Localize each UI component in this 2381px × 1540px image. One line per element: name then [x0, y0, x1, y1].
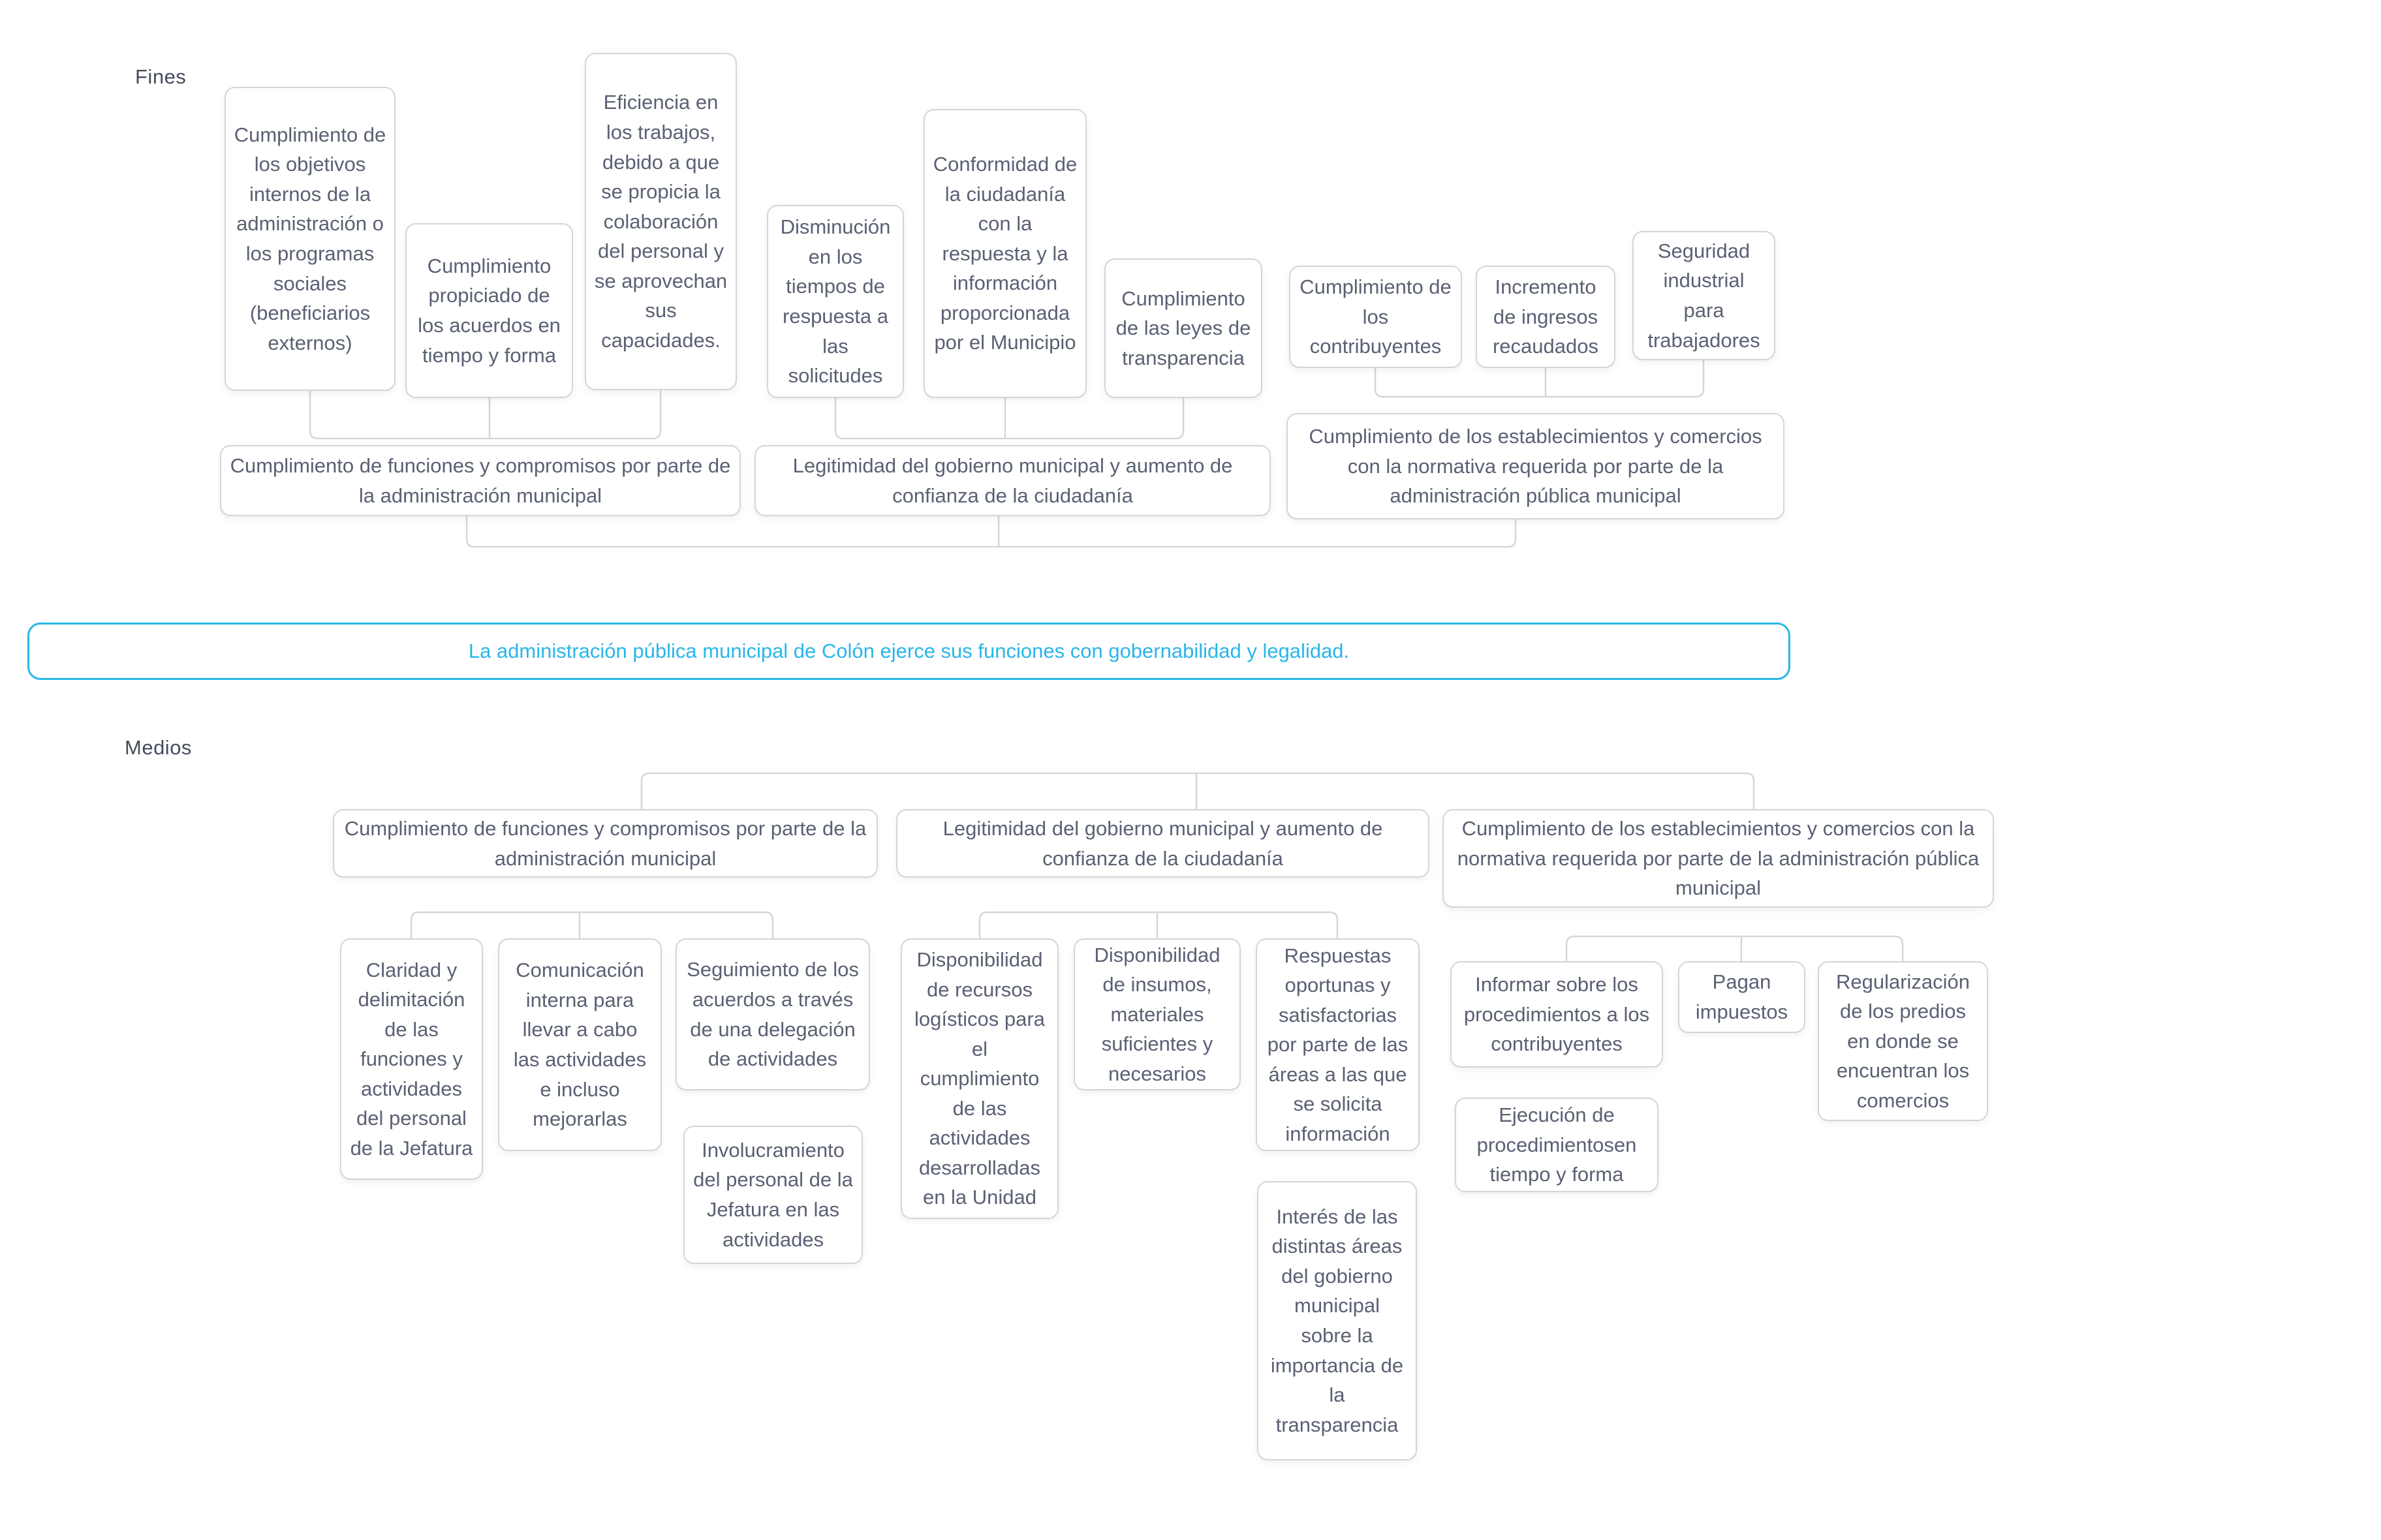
medios-subchild-ejecucion-procedimientos[interactable]: Ejecución de procedimientosen tiempo y f…	[1455, 1098, 1658, 1192]
central-goal-node[interactable]: La administración pública municipal de C…	[27, 623, 1790, 680]
medios-child-recursos-logisticos[interactable]: Disponibilidad de recursos logísticos pa…	[901, 938, 1059, 1219]
medios-child-seguimiento-acuerdos[interactable]: Seguimiento de los acuerdos a través de …	[676, 938, 870, 1090]
fines-leaf-objetivos-internos[interactable]: Cumplimiento de los objetivos internos d…	[225, 87, 396, 391]
fines-leaf-cumplimiento-acuerdos[interactable]: Cumplimiento propiciado de los acuerdos …	[405, 223, 573, 398]
medios-subchild-involucramiento-personal[interactable]: Involucramiento del personal de la Jefat…	[683, 1126, 863, 1264]
medios-comb-group2	[978, 911, 1339, 938]
medios-child-pagan-impuestos[interactable]: Pagan impuestos	[1678, 961, 1805, 1033]
fines-parent-legitimidad-gobierno[interactable]: Legitimidad del gobierno municipal y aum…	[755, 445, 1271, 516]
fines-leaf-disminucion-tiempos[interactable]: Disminución en los tiempos de respuesta …	[767, 205, 904, 398]
medios-child-comunicacion-interna[interactable]: Comunicación interna para llevar a cabo …	[498, 938, 662, 1151]
medios-child-claridad-delimitacion[interactable]: Claridad y delimitación de las funciones…	[340, 938, 483, 1180]
fines-parent-funciones-compromisos[interactable]: Cumplimiento de funciones y compromisos …	[220, 445, 741, 516]
fines-leaf-seguridad-industrial[interactable]: Seguridad industrial para trabajadores	[1632, 231, 1775, 360]
fines-parents-comb	[465, 516, 1517, 548]
medios-subchild-interes-areas[interactable]: Interés de las distintas áreas del gobie…	[1257, 1181, 1417, 1460]
fines-leaf-incremento-ingresos[interactable]: Incremento de ingresos recaudados	[1476, 266, 1615, 368]
fines-leaf-leyes-transparencia[interactable]: Cumplimiento de las leyes de transparenc…	[1104, 258, 1262, 398]
fines-leaf-eficiencia-trabajos[interactable]: Eficiencia en los trabajos, debido a que…	[585, 53, 737, 390]
medios-parent-legitimidad-gobierno[interactable]: Legitimidad del gobierno municipal y aum…	[896, 809, 1429, 878]
fines-comb-group2	[834, 398, 1185, 440]
fines-parent-establecimientos-normativa[interactable]: Cumplimiento de los establecimientos y c…	[1286, 413, 1784, 519]
medios-child-respuestas-oportunas[interactable]: Respuestas oportunas y satisfactorias po…	[1256, 938, 1420, 1151]
fines-section-label: Fines	[135, 65, 187, 88]
medios-child-informar-procedimientos[interactable]: Informar sobre los procedimientos a los …	[1450, 961, 1663, 1068]
medios-parent-establecimientos-normativa[interactable]: Cumplimiento de los establecimientos y c…	[1442, 809, 1994, 908]
medios-top-comb	[640, 772, 1755, 809]
fines-leaf-conformidad-ciudadania[interactable]: Conformidad de la ciudadanía con la resp…	[924, 109, 1087, 398]
medios-comb-group1	[410, 911, 774, 938]
medios-parent-funciones-compromisos[interactable]: Cumplimiento de funciones y compromisos …	[333, 809, 878, 878]
medios-section-label: Medios	[125, 736, 192, 759]
medios-comb-group3	[1565, 935, 1904, 961]
medios-child-insumos-materiales[interactable]: Disponibilidad de insumos, materiales su…	[1074, 938, 1241, 1090]
medios-child-regularizacion-predios[interactable]: Regularización de los predios en donde s…	[1818, 961, 1988, 1121]
fines-leaf-cumplimiento-contribuyentes[interactable]: Cumplimiento de los contribuyentes	[1289, 266, 1462, 368]
